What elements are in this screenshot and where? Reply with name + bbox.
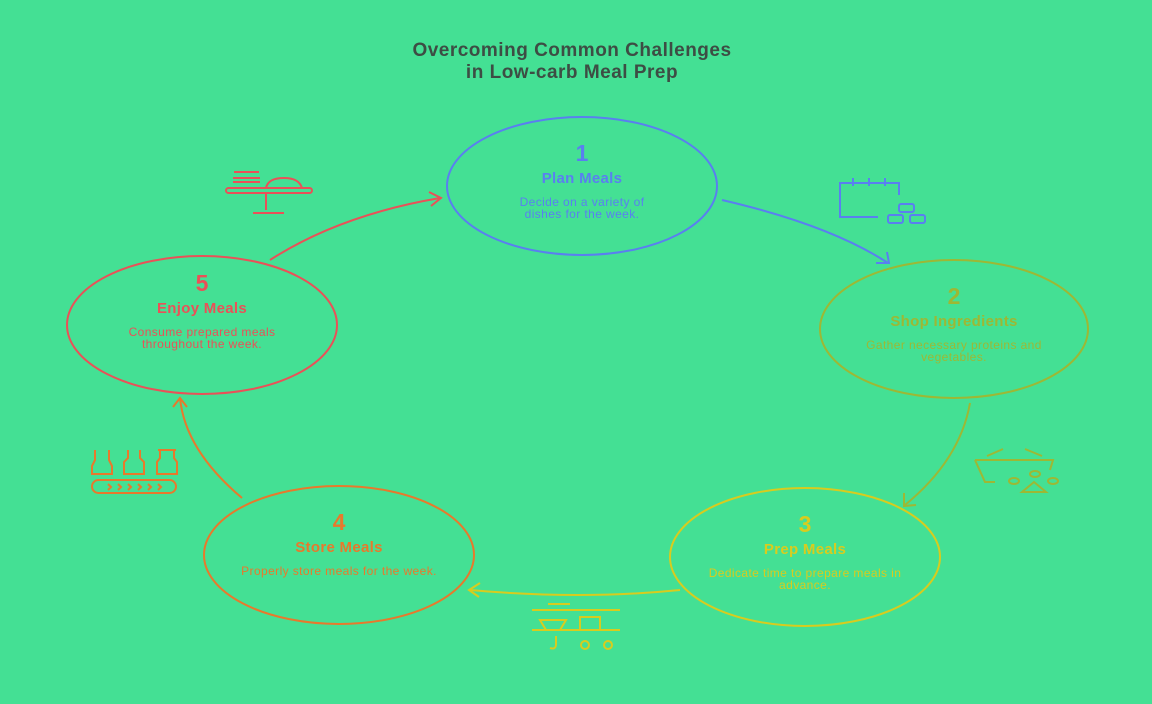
step-label: Store Meals (295, 539, 383, 556)
arrow-4-to-5 (172, 396, 243, 499)
step-5-node: 5 Enjoy Meals Consume prepared meals thr… (82, 270, 322, 350)
step-number: 2 (947, 283, 961, 309)
step-description: Dedicate time to prepare meals in advanc… (708, 566, 902, 592)
step-5-circle (66, 255, 338, 395)
step-description: Gather necessary proteins and vegetables… (866, 338, 1042, 364)
diagram-title: Overcoming Common Challenges in Low-carb… (0, 40, 1144, 84)
step-4-node: 4 Store Meals Properly store meals for t… (219, 509, 459, 577)
step-number: 5 (195, 270, 209, 296)
step-description: Decide on a variety of dishes for the we… (519, 195, 645, 221)
step-label: Shop Ingredients (890, 313, 1018, 330)
step-description: Properly store meals for the week. (241, 564, 437, 578)
arrow-2-to-3 (903, 402, 971, 508)
arrow-1-to-2 (721, 199, 891, 264)
step-1-circle (446, 116, 718, 256)
step-3-circle (669, 487, 941, 627)
step-label: Enjoy Meals (157, 300, 247, 317)
title-line-1: Overcoming Common Challenges (412, 40, 732, 61)
storage-jars-icon (91, 449, 178, 494)
serving-stand-icon (225, 171, 313, 214)
arrow-3-to-4 (467, 582, 681, 598)
step-2-circle (819, 259, 1089, 399)
kitchen-prep-icon (532, 603, 620, 650)
title-line-2: in Low-carb Meal Prep (465, 62, 679, 83)
step-4-circle (203, 485, 475, 625)
step-number: 1 (575, 140, 589, 166)
step-3-node: 3 Prep Meals Dedicate time to prepare me… (685, 511, 925, 591)
step-1-node: 1 Plan Meals Decide on a variety of dish… (462, 140, 702, 220)
step-number: 3 (798, 511, 812, 537)
step-2-node: 2 Shop Ingredients Gather necessary prot… (834, 283, 1074, 363)
step-label: Prep Meals (763, 541, 847, 558)
step-label: Plan Meals (541, 170, 623, 187)
calendar-icon (839, 178, 926, 224)
shopping-basket-icon (974, 448, 1059, 493)
step-number: 4 (332, 509, 346, 535)
step-description: Consume prepared meals throughout the we… (128, 325, 276, 351)
arrow-5-to-1 (269, 191, 443, 261)
